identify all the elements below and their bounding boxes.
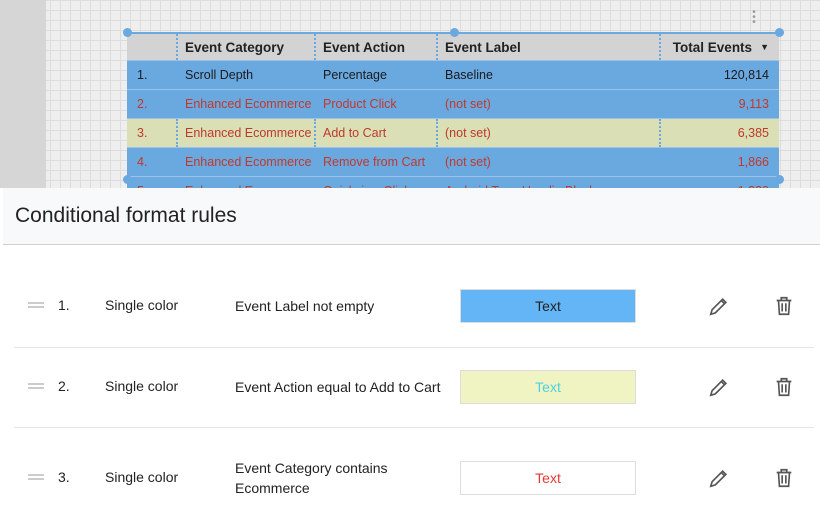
cell-event-label: Android Tone Hoodie Black — [436, 177, 659, 188]
row-index: 2. — [137, 97, 148, 111]
conditional-format-panel: Conditional format rules — [3, 188, 820, 524]
cell-event-label: (not set) — [445, 97, 491, 111]
drag-handle-icon[interactable] — [28, 383, 44, 389]
rule-style-preview: Text — [460, 461, 636, 495]
resize-handle[interactable] — [775, 28, 784, 37]
table-row[interactable]: 1. Scroll Depth Percentage Baseline 120,814 — [127, 61, 779, 90]
resize-handle[interactable] — [123, 175, 132, 184]
header-event-category[interactable]: Event Category — [176, 34, 314, 60]
cell-event-action: Quickview Click — [314, 177, 436, 188]
cell-event-label: Baseline — [445, 68, 493, 82]
cell-event-category: Enhanced Ecommerce — [176, 177, 314, 188]
rule-number: 1. — [58, 297, 70, 313]
rule-type: Single color — [105, 378, 179, 394]
cell-event-category: Scroll Depth — [185, 68, 254, 82]
table-header: Event Category Event Action Event Label … — [127, 34, 779, 61]
panel-title: Conditional format rules — [3, 188, 820, 245]
edit-icon[interactable] — [708, 295, 730, 317]
table-row[interactable]: 2. Enhanced Ecommerce Product Click (not se… — [127, 90, 779, 119]
cell-total-events: 1,330 — [659, 177, 779, 188]
cell-event-category: Enhanced Ecommerce — [185, 97, 312, 111]
row-index: 3. — [137, 126, 148, 140]
delete-icon[interactable] — [773, 376, 795, 398]
cell-total-events: 120,814 — [723, 68, 769, 82]
rule-number: 3. — [58, 469, 70, 485]
rule-condition: Event Category contains Ecommerce — [235, 460, 388, 496]
row-index: 5. — [127, 177, 176, 188]
edit-icon[interactable] — [708, 467, 730, 489]
header-event-action[interactable]: Event Action — [314, 34, 436, 60]
edit-icon[interactable] — [708, 376, 730, 398]
row-index: 4. — [137, 155, 148, 169]
rule-condition: Event Label not empty — [235, 298, 375, 314]
cell-total-events: 9,113 — [738, 97, 769, 111]
rule-style-preview: Text — [460, 370, 636, 404]
resize-handle[interactable] — [450, 28, 459, 37]
rule-style-preview: Text — [460, 289, 636, 323]
cell-event-action: Remove from Cart — [323, 155, 426, 169]
cell-total-events: 1,866 — [737, 155, 769, 169]
cell-event-category: Enhanced Ecommerce — [185, 155, 312, 169]
header-index — [127, 34, 176, 60]
cell-event-action: Product Click — [323, 97, 397, 111]
rule-condition: Event Action equal to Add to Cart — [235, 379, 441, 395]
header-total-events[interactable]: Total Events▼ — [659, 34, 779, 60]
rule-type: Single color — [105, 469, 179, 485]
table-row[interactable]: 4. Enhanced Ecommerce Remove from Cart (not… — [127, 148, 779, 177]
canvas-left-strip — [0, 0, 46, 188]
more-options-icon[interactable]: ••• — [752, 7, 756, 28]
rule-divider — [14, 427, 814, 428]
drag-handle-icon[interactable] — [28, 474, 44, 480]
header-event-label[interactable]: Event Label — [436, 34, 659, 60]
drag-handle-icon[interactable] — [28, 302, 44, 308]
delete-icon[interactable] — [773, 295, 795, 317]
rule-number: 2. — [58, 378, 70, 394]
cell-total-events: 6,385 — [659, 119, 779, 147]
resize-handle[interactable] — [775, 175, 784, 184]
cell-event-action: Percentage — [323, 68, 387, 82]
resize-handle[interactable] — [123, 28, 132, 37]
cell-event-action: Add to Cart — [314, 119, 436, 147]
data-table[interactable]: Event Category Event Action Event Label … — [127, 32, 779, 188]
rule-divider — [14, 347, 814, 348]
delete-icon[interactable] — [773, 467, 795, 489]
cell-event-category: Enhanced Ecommerce — [176, 119, 314, 147]
cell-event-label: (not set) — [436, 119, 659, 147]
sort-descending-icon: ▼ — [760, 42, 769, 52]
table-row[interactable]: 5.Enhanced EcommerceQuickview ClickAndro… — [127, 177, 779, 188]
rule-type: Single color — [105, 297, 179, 313]
cell-event-label: (not set) — [445, 155, 491, 169]
row-index: 1. — [137, 68, 148, 82]
